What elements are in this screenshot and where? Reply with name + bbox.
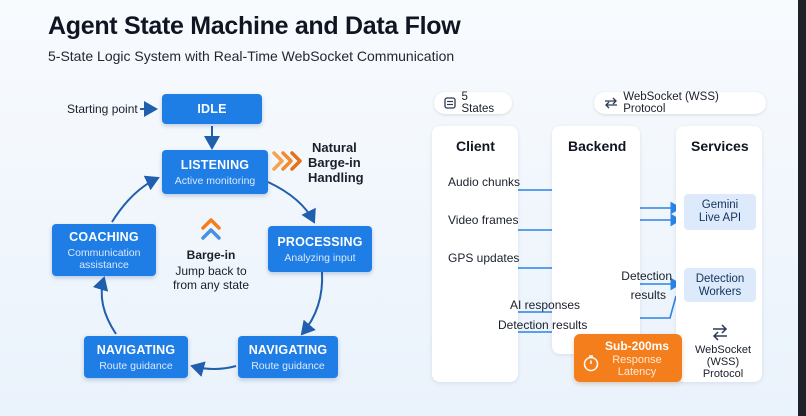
websocket-service-label: WebSocket (WSS) Protocol xyxy=(684,344,762,380)
navigating-to-coaching-arrow xyxy=(92,276,117,335)
states-pill-label: 5 States xyxy=(461,91,495,115)
backend-column xyxy=(552,126,640,354)
state-navigating-left: NAVIGATING Route guidance xyxy=(84,336,188,378)
latency-value: Sub-200ms xyxy=(604,339,670,353)
navigating-to-navigating-arrow xyxy=(190,361,237,377)
state-coaching-sub2: assistance xyxy=(79,259,129,271)
bargein-center-label: Barge-in Jump back to from any state xyxy=(166,248,256,292)
gemini-service-line1: Gemini xyxy=(701,199,739,211)
state-idle-name: IDLE xyxy=(197,102,227,116)
services-column-header: Services xyxy=(691,138,749,154)
state-coaching: COACHING Communication assistance xyxy=(52,224,156,276)
websocket-service-line2: (WSS) xyxy=(706,356,740,368)
ai-responses-label: AI responses xyxy=(510,298,581,312)
state-listening: LISTENING Active monitoring xyxy=(162,150,268,194)
state-processing: PROCESSING Analyzing input xyxy=(268,226,372,272)
websocket-service-line1: WebSocket xyxy=(694,344,752,356)
bargein-center-line1: Jump back to xyxy=(175,264,247,278)
state-listening-name: LISTENING xyxy=(180,158,250,172)
states-pill: 5 States xyxy=(434,91,512,115)
state-idle: IDLE xyxy=(162,94,262,124)
protocol-pill: WebSocket (WSS) Protocol xyxy=(594,91,766,115)
state-navigating-right-name: NAVIGATING xyxy=(248,343,328,357)
starting-point-label: Starting point xyxy=(67,102,138,116)
detection-results-label: Detection results xyxy=(606,267,672,305)
state-navigating-right: NAVIGATING Route guidance xyxy=(238,336,338,378)
state-processing-sub: Analyzing input xyxy=(284,252,356,264)
detection-workers-service: Detection Workers xyxy=(684,268,756,302)
state-processing-name: PROCESSING xyxy=(277,235,363,249)
state-coaching-sub1: Communication xyxy=(67,247,141,259)
bargein-center-line2: from any state xyxy=(172,278,250,292)
protocol-pill-label: WebSocket (WSS) Protocol xyxy=(623,91,719,115)
page-subtitle: 5-State Logic System with Real-Time WebS… xyxy=(48,48,455,64)
chevron-triple-right-icon xyxy=(272,151,302,171)
natural-bargein-line1: Natural xyxy=(312,140,357,155)
detection-results-line1: Detection xyxy=(621,269,672,283)
state-navigating-right-sub: Route guidance xyxy=(251,360,325,372)
latency-line2: Latency xyxy=(617,366,657,378)
swap-arrows-icon xyxy=(605,97,617,109)
listening-to-processing-arrow xyxy=(267,181,316,224)
bargein-center-title: Barge-in xyxy=(186,248,236,262)
state-coaching-name: COACHING xyxy=(69,230,139,244)
list-icon xyxy=(444,97,456,109)
gemini-service-line2: Live API xyxy=(698,212,742,224)
natural-bargein-line3: Handling xyxy=(308,170,364,185)
latency-badge: Sub-200ms Response Latency xyxy=(574,334,682,382)
processing-to-navigating-arrow xyxy=(300,271,324,336)
natural-bargein-label: Natural Barge-in Handling xyxy=(308,140,364,185)
detection-return-label: Detection results xyxy=(498,318,588,332)
chevron-up-icon xyxy=(201,218,221,240)
state-listening-sub: Active monitoring xyxy=(174,175,256,187)
natural-bargein-line2: Barge-in xyxy=(308,155,361,170)
client-column xyxy=(432,126,518,382)
window-edge xyxy=(798,0,806,416)
gemini-service: Gemini Live API xyxy=(684,194,756,230)
coaching-to-listening-arrow xyxy=(111,175,160,223)
page-title: Agent State Machine and Data Flow xyxy=(48,12,461,40)
state-navigating-left-sub: Route guidance xyxy=(99,360,173,372)
detection-results-line2: results xyxy=(630,288,666,302)
stopwatch-icon xyxy=(583,355,599,372)
audio-chunks-label: Audio chunks xyxy=(448,175,521,189)
detection-workers-line2: Workers xyxy=(698,286,742,298)
detection-workers-line1: Detection xyxy=(695,273,745,285)
state-navigating-left-name: NAVIGATING xyxy=(96,343,176,357)
client-column-header: Client xyxy=(456,138,495,154)
backend-column-header: Backend xyxy=(568,138,627,154)
websocket-service-line3: Protocol xyxy=(702,368,744,380)
gps-updates-label: GPS updates xyxy=(448,251,520,265)
video-frames-label: Video frames xyxy=(448,213,519,227)
latency-line1: Response xyxy=(612,354,662,366)
